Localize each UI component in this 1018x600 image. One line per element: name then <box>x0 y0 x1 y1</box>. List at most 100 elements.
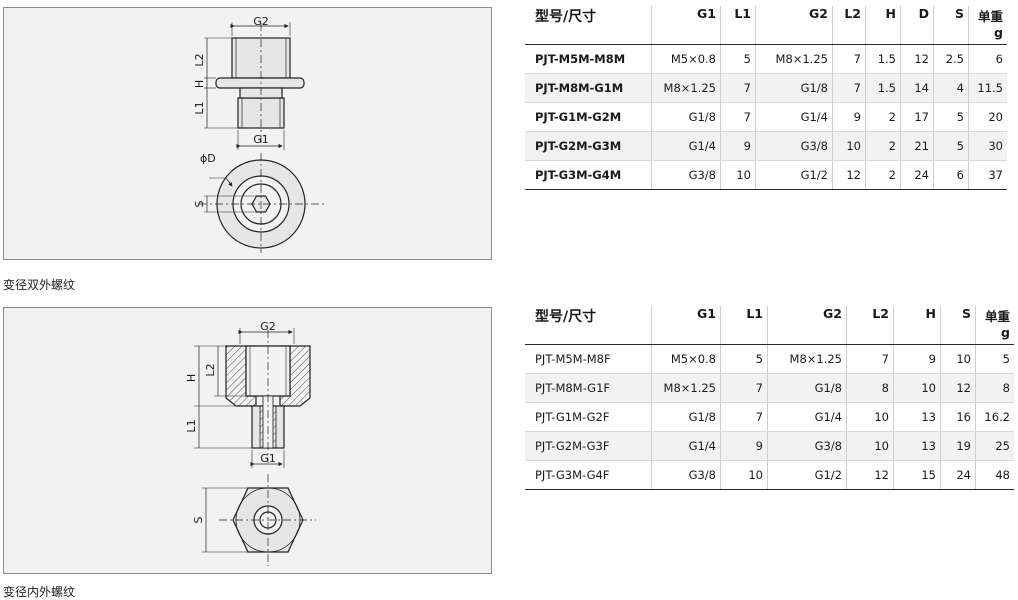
table-cell: 25 <box>975 431 1014 461</box>
table-cell: 48 <box>975 460 1014 490</box>
drawing-double-male: G2 L2 H L1 G1 ϕD S <box>3 7 492 260</box>
table-cell: 1.5 <box>865 73 901 103</box>
table-cell: 7 <box>720 102 756 132</box>
table-cell: G1/2 <box>755 160 833 190</box>
table-cell: 2.5 <box>933 44 969 74</box>
cell-model: PJT-M8M-G1F <box>525 373 652 403</box>
table-cell: G1/4 <box>755 102 833 132</box>
table-cell: 12 <box>846 460 894 490</box>
table-cell: 5 <box>720 344 768 374</box>
table-cell: 2 <box>865 131 901 161</box>
table-cell: 11.5 <box>968 73 1007 103</box>
table-cell: M5×0.8 <box>651 44 721 74</box>
label-s: S <box>193 200 206 207</box>
table-cell: 7 <box>720 373 768 403</box>
table-cell: 12 <box>940 373 976 403</box>
header-l2: L2 <box>846 306 894 345</box>
label-l1: L1 <box>185 419 198 432</box>
table-header-row: 型号/尺寸 G1 L1 G2 L2 H S 单重 g <box>525 306 1014 345</box>
table-cell: M8×1.25 <box>651 73 721 103</box>
table-cell: 10 <box>720 460 768 490</box>
table-cell: 13 <box>893 402 941 432</box>
header-l2: L2 <box>832 6 866 45</box>
table-cell: G1/4 <box>651 131 721 161</box>
table-cell: 10 <box>846 431 894 461</box>
table-cell: 5 <box>933 102 969 132</box>
header-h: H <box>865 6 901 45</box>
label-g2: G2 <box>260 320 276 333</box>
table-cell: 16 <box>940 402 976 432</box>
table-cell: 30 <box>968 131 1007 161</box>
label-h: H <box>185 374 198 382</box>
table-cell: 7 <box>846 344 894 374</box>
table-cell: 16.2 <box>975 402 1014 432</box>
label-g1: G1 <box>253 133 269 146</box>
label-h: H <box>193 80 206 88</box>
table-cell: G3/8 <box>651 460 721 490</box>
table-cell: 7 <box>832 44 866 74</box>
table-cell: 21 <box>900 131 934 161</box>
table-cell: 5 <box>933 131 969 161</box>
table-cell: G1/8 <box>767 373 847 403</box>
table-cell: 10 <box>846 402 894 432</box>
drawing-female-male: G2 H L2 L1 G1 S <box>3 307 492 574</box>
table-cell: 37 <box>968 160 1007 190</box>
cell-model: PJT-M5M-M8M <box>525 44 652 74</box>
table-cell: 7 <box>832 73 866 103</box>
table-cell: 2 <box>865 102 901 132</box>
label-diameter: ϕD <box>200 152 216 165</box>
header-weight: 单重 g <box>968 6 1007 45</box>
header-model: 型号/尺寸 <box>525 6 652 45</box>
label-l1: L1 <box>193 101 206 114</box>
table-cell: G1/8 <box>651 402 721 432</box>
table-cell: G3/8 <box>755 131 833 161</box>
label-s: S <box>192 516 205 523</box>
cell-model: PJT-M8M-G1M <box>525 73 652 103</box>
table-cell: M8×1.25 <box>651 373 721 403</box>
table-cell: 6 <box>933 160 969 190</box>
cell-model: PJT-G2M-G3M <box>525 131 652 161</box>
label-l2: L2 <box>193 53 206 66</box>
header-d: D <box>900 6 934 45</box>
table-cell: G1/8 <box>755 73 833 103</box>
table-cell: 12 <box>900 44 934 74</box>
table-cell: G1/4 <box>651 431 721 461</box>
header-g2: G2 <box>755 6 833 45</box>
table-header-row: 型号/尺寸 G1 L1 G2 L2 H D S 单重 g <box>525 6 1007 45</box>
table-cell: 14 <box>900 73 934 103</box>
header-weight: 单重 g <box>975 306 1014 345</box>
header-g2: G2 <box>767 306 847 345</box>
table-cell: 15 <box>893 460 941 490</box>
caption-double-male: 变径双外螺纹 <box>3 278 76 292</box>
header-g1: G1 <box>651 6 721 45</box>
table-cell: 10 <box>720 160 756 190</box>
table-cell: 24 <box>940 460 976 490</box>
table-cell: 8 <box>975 373 1014 403</box>
table-cell: 9 <box>720 131 756 161</box>
table-cell: 9 <box>832 102 866 132</box>
table-cell: G3/8 <box>767 431 847 461</box>
cell-model: PJT-G3M-G4M <box>525 160 652 190</box>
table-cell: 10 <box>893 373 941 403</box>
table-cell: 7 <box>720 402 768 432</box>
table-cell: G1/2 <box>767 460 847 490</box>
table-cell: 10 <box>940 344 976 374</box>
header-s: S <box>933 6 969 45</box>
label-l2: L2 <box>204 363 217 376</box>
table-cell: 6 <box>968 44 1007 74</box>
cell-model: PJT-M5M-M8F <box>525 344 652 374</box>
header-l1: L1 <box>720 6 756 45</box>
table-cell: 7 <box>720 73 756 103</box>
table-cell: 24 <box>900 160 934 190</box>
table-cell: 9 <box>893 344 941 374</box>
table-cell: 13 <box>893 431 941 461</box>
